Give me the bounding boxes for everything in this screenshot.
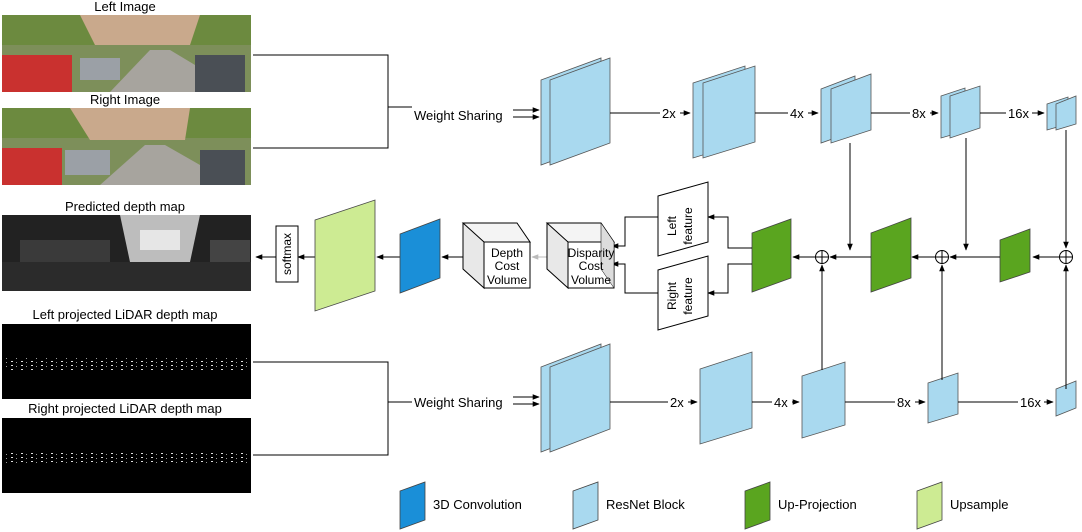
connector-right-lidar: [253, 402, 389, 456]
up-projection-block-3: [999, 228, 1031, 283]
right-image: [2, 108, 251, 185]
legend-item-conv3d: 3D Convolution: [399, 481, 522, 530]
scale-top-8x: 8x: [912, 106, 926, 121]
right-feature-label-1: Right: [665, 281, 679, 310]
scale-top-4x: 4x: [790, 106, 804, 121]
sum-node-1: [815, 250, 829, 264]
left-image: [2, 15, 251, 92]
up-projection-block-1: [751, 218, 792, 293]
scale-bottom-16x: 16x: [1020, 395, 1041, 410]
legend-swatch-conv3d: [399, 481, 426, 530]
right-feature-box: [657, 255, 709, 331]
predicted-depth-title: Predicted depth map: [65, 199, 185, 214]
left-feature-box: [657, 181, 709, 257]
legend-swatch-resnet: [572, 481, 599, 530]
depth-cost-label-3: Volume: [487, 273, 527, 287]
left-lidar-title: Left projected LiDAR depth map: [33, 307, 218, 322]
arrow-left-feature-to-cost: [611, 216, 658, 249]
softmax-box: [275, 225, 299, 283]
resnet-block-top-3b: [830, 73, 872, 144]
disparity-cost-label-2: Cost: [579, 259, 604, 273]
legend-label-upsample: Upsample: [950, 497, 1009, 512]
resnet-block-bottom-5: [1055, 380, 1077, 417]
arrow-to-right-feature: [707, 263, 752, 296]
conv3d-block: [399, 218, 441, 294]
resnet-block-top-5b: [1055, 95, 1077, 131]
resnet-block-bottom-3: [801, 361, 846, 439]
scale-bottom-4x: 4x: [774, 395, 788, 410]
resnet-block-bottom-1b: [549, 343, 611, 453]
scale-bottom-8x: 8x: [897, 395, 911, 410]
depth-cost-volume: [461, 222, 531, 290]
left-feature-label-1: Left: [665, 215, 679, 236]
right-feature-label-2: feature: [681, 277, 695, 315]
softmax-label: softmax: [280, 233, 294, 275]
up-projection-block-2: [870, 217, 912, 293]
resnet-block-top-4b: [949, 85, 981, 139]
resnet-block-bottom-4: [927, 372, 959, 424]
depth-cost-label-1: Depth: [491, 246, 523, 260]
connector-right-image: [253, 107, 389, 149]
upsample-block: [314, 199, 376, 312]
right-lidar-depth-map: [2, 418, 251, 493]
disparity-cost-label-3: Volume: [571, 273, 611, 287]
legend-item-upproj: Up-Projection: [744, 481, 857, 530]
weight-sharing-top: Weight Sharing: [414, 108, 503, 123]
disparity-cost-label-1: Disparity: [568, 246, 615, 260]
legend: 3D Convolution ResNet Block Up-Projectio…: [399, 481, 1009, 530]
right-image-title: Right Image: [90, 92, 160, 107]
scale-bottom-2x: 2x: [670, 395, 684, 410]
depth-cost-label-2: Cost: [495, 259, 520, 273]
sum-node-3: [1059, 250, 1073, 264]
legend-swatch-upproj: [744, 481, 771, 530]
predicted-depth-map: [2, 215, 251, 291]
connector-left-image: [253, 54, 412, 108]
sum-node-2: [935, 250, 949, 264]
connector-left-lidar: [253, 361, 412, 403]
legend-item-upsample: Upsample: [916, 481, 1009, 530]
scale-top-2x: 2x: [662, 106, 676, 121]
weight-sharing-bottom: Weight Sharing: [414, 395, 503, 410]
left-lidar-depth-map: [2, 324, 251, 399]
resnet-block-bottom-2: [699, 351, 753, 445]
resnet-block-top-2b: [702, 65, 756, 159]
legend-label-upproj: Up-Projection: [778, 497, 857, 512]
arrow-to-left-feature: [707, 214, 752, 249]
scale-top-16x: 16x: [1008, 106, 1029, 121]
left-feature-label-2: feature: [681, 207, 695, 245]
resnet-block-top-1b: [549, 57, 611, 166]
legend-label-resnet: ResNet Block: [606, 497, 685, 512]
arrow-right-feature-to-cost: [611, 261, 658, 294]
legend-label-conv3d: 3D Convolution: [433, 497, 522, 512]
right-lidar-title: Right projected LiDAR depth map: [28, 401, 222, 416]
legend-swatch-upsample: [916, 481, 943, 530]
legend-item-resnet: ResNet Block: [572, 481, 685, 530]
left-image-title: Left Image: [94, 0, 155, 14]
disparity-cost-volume: [545, 222, 615, 290]
